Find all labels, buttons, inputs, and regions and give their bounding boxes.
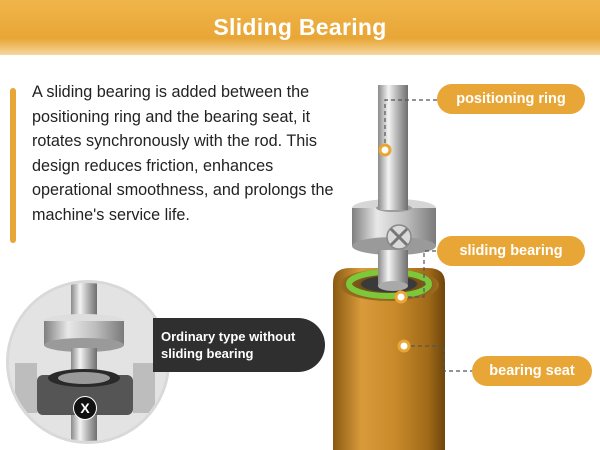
inset-ordinary-photo (6, 280, 170, 444)
page-title: Sliding Bearing (213, 14, 387, 40)
description-accent-bar (10, 88, 16, 243)
callout-bearing-seat: bearing seat (472, 356, 592, 386)
ordinary-type-label: Ordinary type without sliding bearing (153, 318, 325, 372)
callout-positioning-ring: positioning ring (437, 84, 585, 114)
set-screw (386, 224, 412, 250)
description-text: A sliding bearing is added between the p… (32, 83, 334, 224)
header-banner: Sliding Bearing (0, 0, 600, 55)
x-mark-icon: X (73, 396, 97, 420)
callout-sliding-bearing: sliding bearing (437, 236, 585, 266)
bearing-seat (333, 266, 445, 450)
